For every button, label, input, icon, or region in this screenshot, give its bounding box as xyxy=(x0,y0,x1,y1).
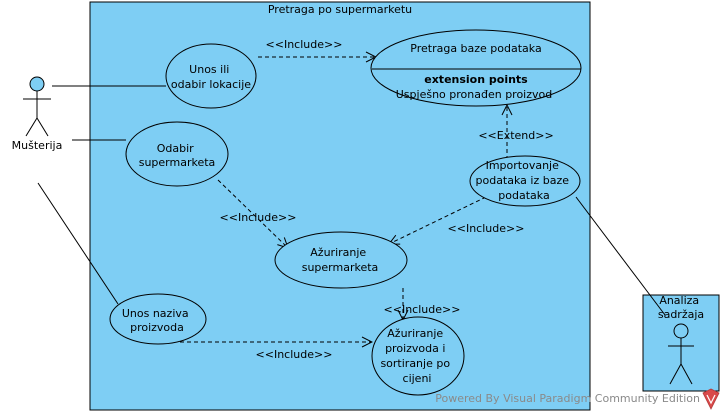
use-case-label-line: proizvoda xyxy=(130,321,184,334)
svg-text:Unos ili odabir lokacije: Unos ili odabir lokacije xyxy=(171,63,251,91)
include-line-2 xyxy=(217,179,288,248)
use-case-azuriranje-supermarketa[interactable]: Ažuriranje supermarketa xyxy=(274,231,408,289)
extension-points-header: extension points xyxy=(424,73,528,86)
dependencies xyxy=(180,57,507,342)
use-case-label-line: cijeni xyxy=(403,372,432,385)
use-case-label-line: Importovanje xyxy=(486,159,560,172)
include-label-4: <<Include>> xyxy=(384,303,461,316)
use-case-unos-naziva[interactable]: Unos naziva proizvoda xyxy=(109,293,207,345)
extension-point-item: Uspješno pronađen proizvod xyxy=(396,88,553,101)
system-title: Pretraga po supermarketu xyxy=(268,3,412,16)
use-case-label-line: supermarketa xyxy=(139,156,216,169)
actor-head xyxy=(29,76,45,92)
actor-musterija[interactable] xyxy=(23,76,51,137)
actor-analiza-label: sadržaja xyxy=(658,308,704,321)
watermark-text: Powered By Visual Paradigm Community Edi… xyxy=(435,392,700,405)
use-case-azuriranje-proizvoda[interactable]: Ažuriranje proizvoda i sortiranje po cij… xyxy=(371,316,465,396)
associations xyxy=(37,85,666,316)
use-case-label-line: Ažuriranje xyxy=(387,327,443,340)
include-label-5: <<Include>> xyxy=(256,348,333,361)
actor-analiza[interactable] xyxy=(668,323,694,385)
visual-paradigm-logo-icon xyxy=(702,388,720,410)
actor-analiza-label: Analiza xyxy=(659,294,699,307)
association-analiza-importovanje xyxy=(575,196,666,316)
relation-labels: <<Include>> <<Extend>> <<Include>> <<Inc… xyxy=(220,38,554,361)
svg-text:Analiza sadržaja: Analiza sadržaja xyxy=(658,294,704,321)
svg-text:Ažuriranje supermarketa: Ažuriranje supermarketa xyxy=(302,246,379,274)
use-case-pretraga-baze[interactable]: Pretraga baze podataka extension points … xyxy=(370,29,582,107)
svg-text:Ažuriranje proizvoda i: Ažuriranje proizvoda i sortiranje po cij… xyxy=(380,327,453,385)
use-case-title: Pretraga baze podataka xyxy=(410,42,541,55)
use-case-odabir-supermarketa[interactable]: Odabir supermarketa xyxy=(125,121,229,187)
use-case-label-line: Unos naziva xyxy=(122,307,189,320)
use-case-label-line: Unos ili xyxy=(189,63,229,76)
extend-label-1: <<Extend>> xyxy=(478,129,553,142)
svg-text:Unos naziva proizvoda: Unos naziva proizvoda xyxy=(122,307,192,334)
actor-musterija-label: Mušterija xyxy=(12,139,63,152)
actor-head xyxy=(673,323,689,339)
use-case-label-line: podataka xyxy=(498,189,549,202)
use-case-unos-lokacije[interactable]: Unos ili odabir lokacije xyxy=(165,43,257,109)
include-line-3 xyxy=(389,196,487,244)
association-musterija-unos-naziva xyxy=(37,182,119,305)
use-case-label-line: supermarketa xyxy=(302,261,379,274)
include-label-2: <<Include>> xyxy=(220,211,297,224)
use-case-label-line: podataka iz baze xyxy=(476,174,570,187)
svg-text:Odabir supermarketa: Odabir supermarketa xyxy=(139,142,216,169)
use-case-label-line: Ažuriranje xyxy=(310,246,366,259)
use-case-label-line: sortiranje po xyxy=(380,357,450,370)
use-case-label-line: odabir lokacije xyxy=(171,78,251,91)
use-case-label-line: proizvoda i xyxy=(385,342,445,355)
include-label-1: <<Include>> xyxy=(266,38,343,51)
svg-text:Importovanje podataka iz: Importovanje podataka iz baze podataka xyxy=(476,159,573,202)
include-label-3: <<Include>> xyxy=(448,222,525,235)
use-case-importovanje[interactable]: Importovanje podataka iz baze podataka xyxy=(469,155,581,207)
use-case-label-line: Odabir xyxy=(157,142,194,155)
